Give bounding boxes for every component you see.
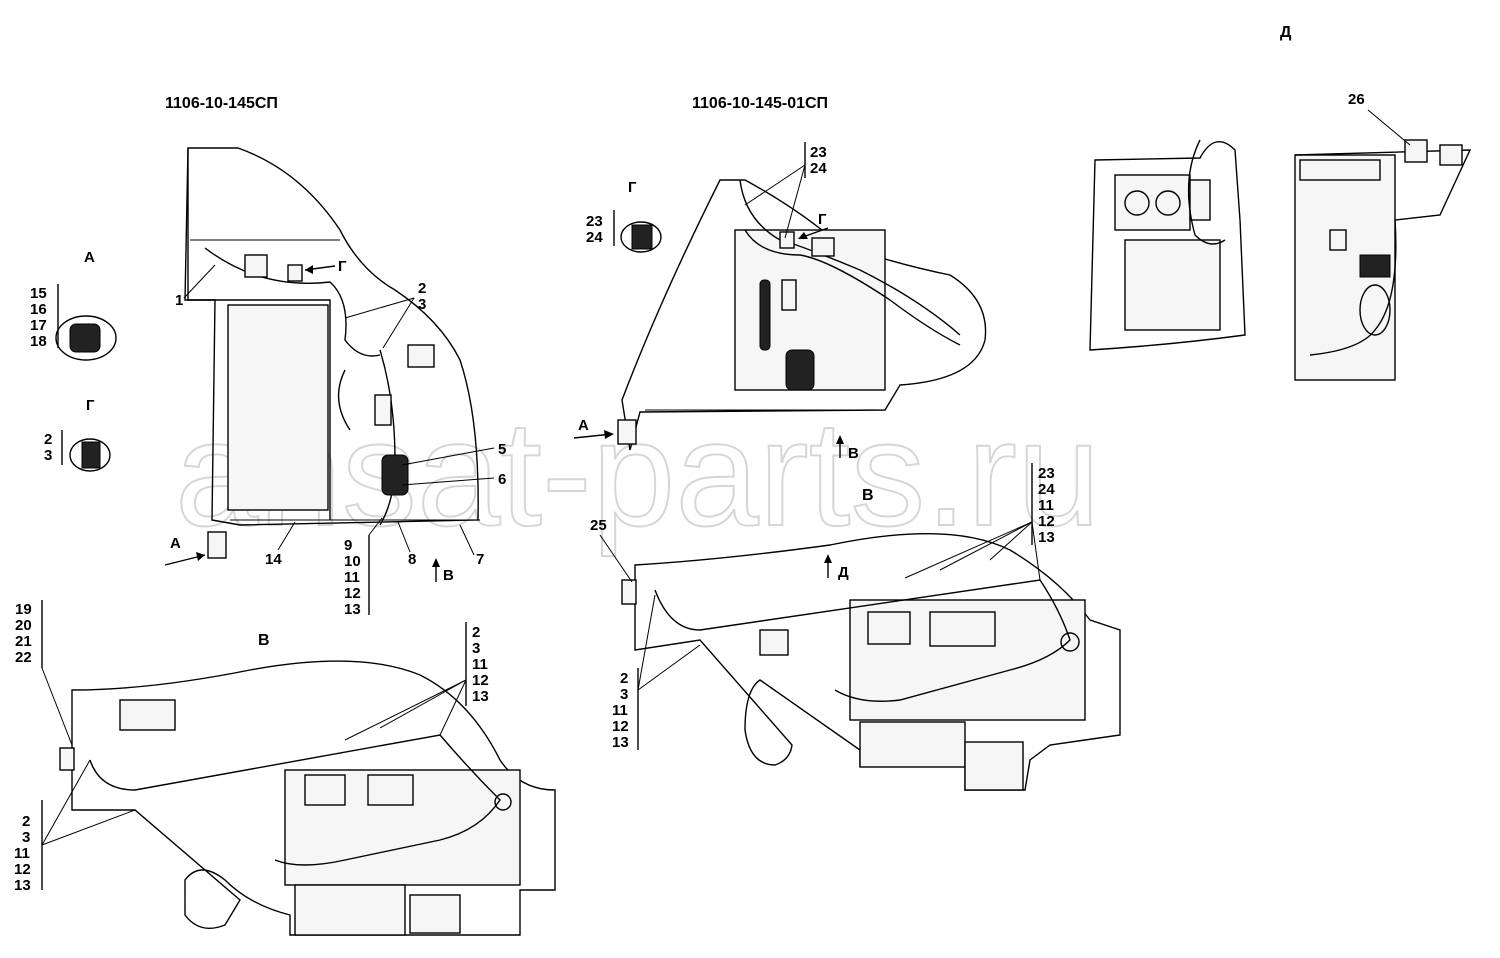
stack-a-1: 16 [30,301,47,318]
stack-a-3: 18 [30,333,47,350]
view-label-g: Г [86,397,95,414]
callout-25: 25 [590,517,607,534]
callout-26: 26 [1348,91,1365,108]
stack-right-bl-2: 11 [612,702,628,719]
arrow-label-a-left: А [170,535,181,552]
stack-v-bl-3: 12 [14,861,31,878]
view-d-detail-right [1294,139,1472,381]
stack-right-top-0: 23 [810,144,827,161]
arrow-label-a-right: А [578,417,589,434]
stack-right-mid-4: 13 [1038,529,1055,546]
stack-right-mid-0: 23 [1038,465,1055,482]
stack-v-tl-3: 22 [15,649,32,666]
arrow-label-g-right: Г [818,211,827,228]
connector-a-icon [69,323,101,353]
view-d-detail-left [1089,139,1246,351]
stack-right-mid-2: 11 [1038,497,1054,514]
arrow-label-d: Д [838,564,849,581]
connector-g-icon [81,441,101,469]
stack-left-bottom-2: 11 [344,569,360,586]
stack-v-tl-2: 21 [15,633,32,650]
stack-right-top-1: 24 [810,160,827,177]
stack-v-tr-4: 13 [472,688,489,705]
stack-left-bottom-0: 9 [344,537,352,554]
stack-right-bl-4: 13 [612,734,629,751]
view-v-bottom-assembly [59,660,556,936]
title-left: 1106-10-145СП [165,95,278,112]
callout-7: 7 [476,551,484,568]
stack-v-bl-4: 13 [14,877,31,894]
title-right: 1106-10-145-01СП [692,95,828,112]
callout-6: 6 [498,471,506,488]
view-label-a: А [84,249,95,266]
stack-left-bottom-4: 13 [344,601,361,618]
left-main-assembly [184,147,480,559]
stack-left-bottom-3: 12 [344,585,361,602]
arrow-label-v-left: В [443,567,454,584]
stack-left-bottom-1: 10 [344,553,361,570]
connector-a-outline [55,315,117,361]
stack-right-bl-1: 3 [620,686,628,703]
view-label-d: Д [1280,24,1292,41]
stack-g-1: 3 [44,447,52,464]
stack-v-bl-0: 2 [22,813,30,830]
stack-a-2: 17 [30,317,47,334]
view-label-v-right: В [862,487,874,504]
stack-g-0: 2 [44,431,52,448]
view-label-g-right: Г [628,179,637,196]
callout-1: 1 [175,292,183,309]
stack-g-right-1: 24 [586,229,603,246]
stack-right-mid-1: 24 [1038,481,1055,498]
stack-v-tr-2: 11 [472,656,488,673]
view-v-right-assembly [621,532,1121,791]
stack-v-tl-1: 20 [15,617,32,634]
stack-v-bl-1: 3 [22,829,30,846]
stack-v-tr-0: 2 [472,624,480,641]
stack-g-right-0: 23 [586,213,603,230]
callout-14: 14 [265,551,282,568]
stack-right-bl-0: 2 [620,670,628,687]
view-label-v-bottom: В [258,632,270,649]
callout-8: 8 [408,551,416,568]
callout-3: 3 [418,296,426,313]
stack-v-tr-1: 3 [472,640,480,657]
stack-v-bl-2: 11 [14,845,30,862]
stack-a-0: 15 [30,285,47,302]
right-main-assembly [617,179,987,451]
callout-2: 2 [418,280,426,297]
stack-v-tl-0: 19 [15,601,32,618]
arrow-label-v-right: В [848,445,859,462]
stack-right-mid-3: 12 [1038,513,1055,530]
callout-5: 5 [498,441,506,458]
arrow-label-g-left: Г [338,258,347,275]
stack-right-bl-3: 12 [612,718,629,735]
stack-v-tr-3: 12 [472,672,489,689]
connector-g-right-icon [631,224,653,250]
